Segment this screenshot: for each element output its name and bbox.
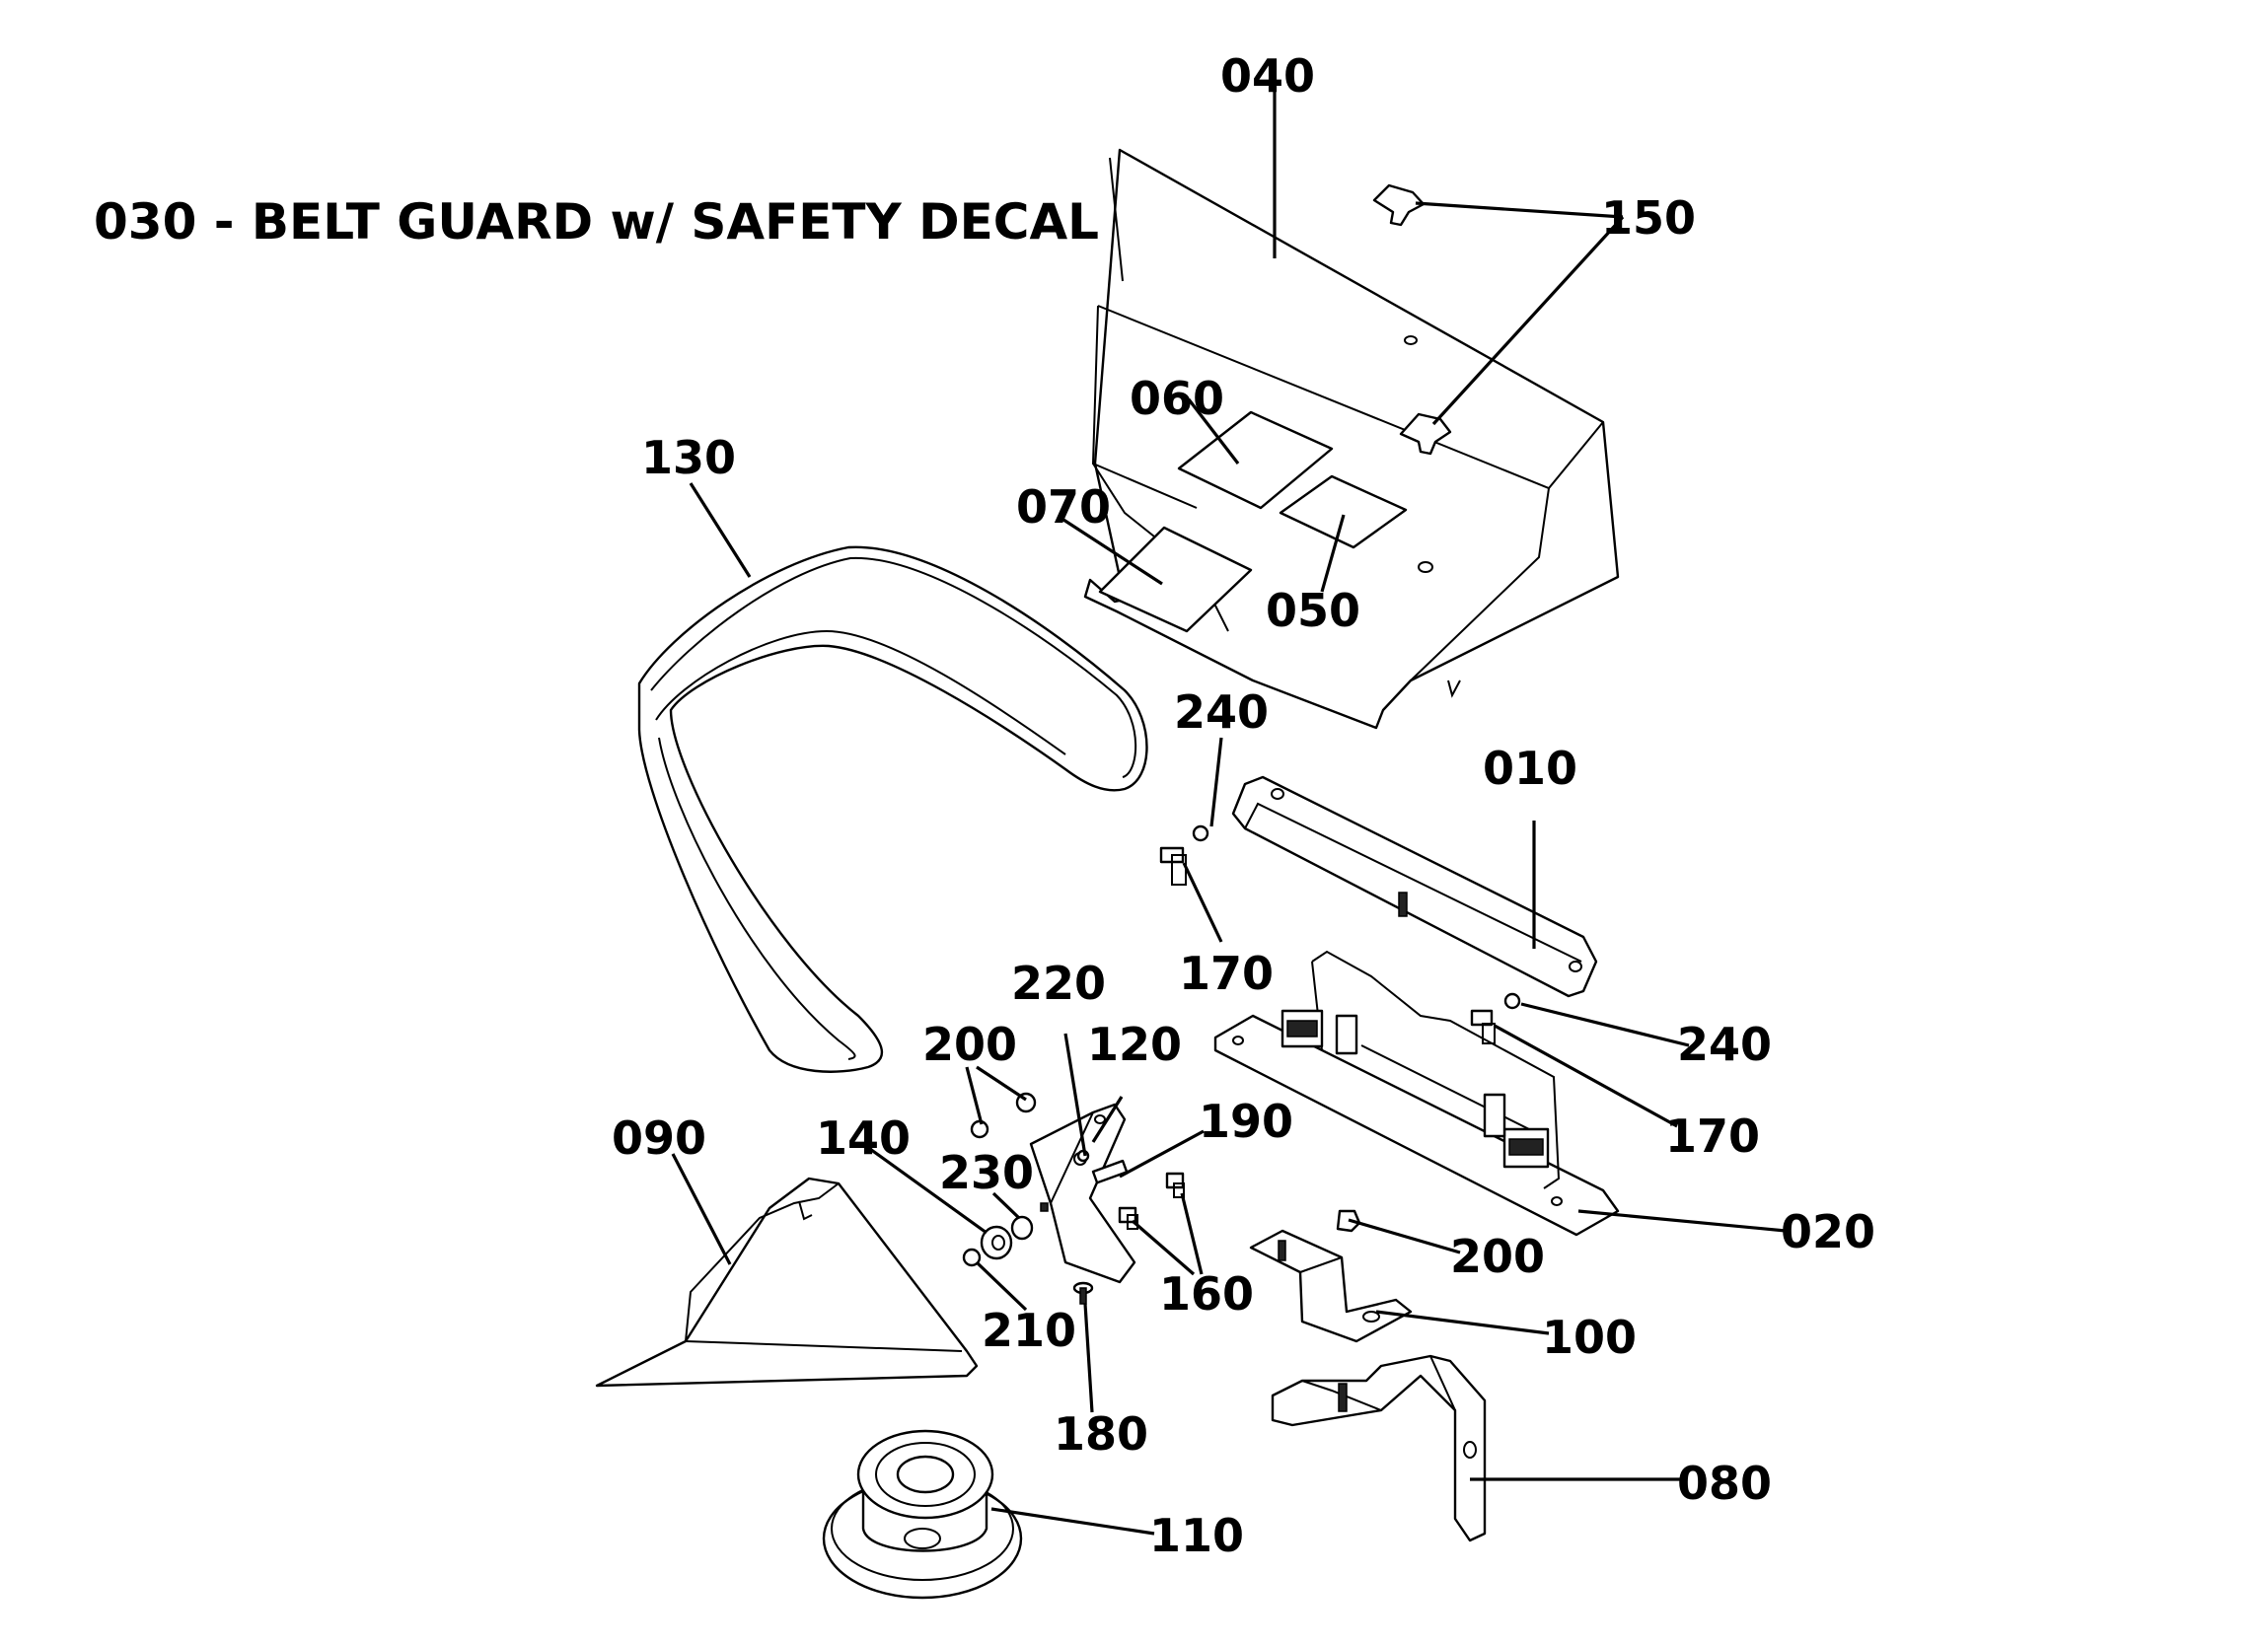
callout-090: 090 <box>612 1111 706 1165</box>
bolt-170-lower <box>1470 1009 1496 1044</box>
hinge-right <box>1483 1093 1550 1169</box>
callout-170-lower: 170 <box>1665 1109 1760 1163</box>
mounting-rail-010 <box>1231 775 1598 998</box>
callout-140: 140 <box>816 1111 911 1165</box>
bolt-160-a <box>1118 1206 1138 1230</box>
pulley-110 <box>822 1429 1023 1600</box>
callout-120: 120 <box>1087 1018 1182 1071</box>
washer-240-upper <box>1192 824 1209 842</box>
callout-210: 210 <box>982 1304 1076 1357</box>
callout-160: 160 <box>1159 1267 1254 1321</box>
bracket-100 <box>1249 1209 1413 1343</box>
v-belt-130 <box>637 545 1148 1073</box>
idler-bracket-120 <box>1029 1103 1136 1284</box>
bolt-180 <box>1072 1281 1094 1305</box>
callout-200-left: 200 <box>922 1018 1017 1071</box>
callout-040: 040 <box>1220 49 1315 103</box>
belt-shield-090 <box>595 1177 979 1388</box>
callout-130: 130 <box>641 431 736 484</box>
callout-180: 180 <box>1054 1407 1148 1461</box>
spacer-140 <box>980 1225 1013 1260</box>
callout-080: 080 <box>1677 1457 1772 1510</box>
knob-150-lower <box>1399 412 1452 456</box>
callout-060: 060 <box>1130 372 1224 425</box>
bolt-160-b <box>1165 1172 1185 1198</box>
bolt-170-upper <box>1159 846 1187 886</box>
safety-decal-050 <box>1279 474 1408 549</box>
washer-240-lower <box>1503 992 1521 1010</box>
callout-150: 150 <box>1601 191 1696 245</box>
callout-020: 020 <box>1781 1205 1875 1258</box>
leader-lines <box>671 84 1787 1536</box>
callout-170-upper: 170 <box>1179 947 1274 1000</box>
callout-200-right: 200 <box>1450 1230 1545 1283</box>
callout-240-upper: 240 <box>1174 685 1269 739</box>
callout-050: 050 <box>1266 584 1360 637</box>
callout-240-lower: 240 <box>1677 1018 1772 1071</box>
bolt-190 <box>1091 1159 1129 1184</box>
hinge-left <box>1280 1009 1358 1055</box>
knob-150-top <box>1372 183 1426 227</box>
callout-010: 010 <box>1483 742 1577 795</box>
callout-070: 070 <box>1016 480 1111 534</box>
safety-decal-070 <box>1098 526 1253 633</box>
belt-guard-040 <box>1083 148 1620 730</box>
main-bracket-020 <box>1213 950 1620 1237</box>
callout-190: 190 <box>1199 1095 1293 1148</box>
diagram-title: 030 - BELT GUARD w/ SAFETY DECAL <box>94 193 1099 250</box>
nut-200-a <box>970 1119 989 1139</box>
nut-210 <box>962 1248 982 1267</box>
callout-110: 110 <box>1149 1509 1244 1562</box>
safety-decal-060 <box>1177 410 1334 510</box>
bracket-080 <box>1271 1354 1487 1542</box>
washer-230 <box>1010 1215 1034 1241</box>
callout-100: 100 <box>1542 1311 1637 1364</box>
callout-220: 220 <box>1011 957 1106 1010</box>
callout-labels: 040 150 060 070 050 130 240 010 170 240 … <box>612 49 1875 1562</box>
callout-230: 230 <box>939 1146 1034 1199</box>
